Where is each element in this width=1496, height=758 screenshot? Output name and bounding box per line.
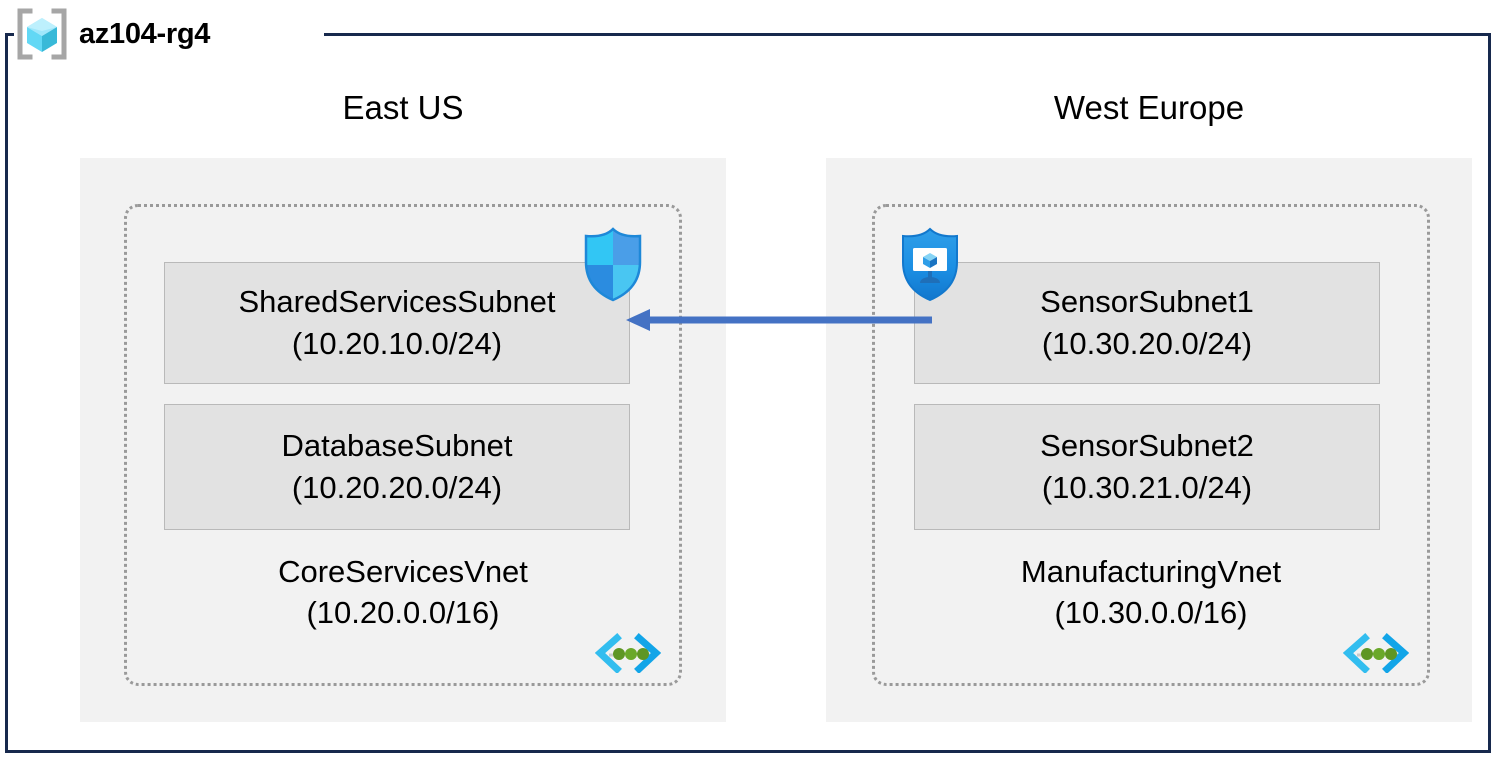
- subnet-name: SharedServicesSubnet: [238, 284, 556, 319]
- region-label: East US: [342, 89, 464, 126]
- virtual-network-icon: [595, 633, 661, 673]
- resource-group-name: az104-rg4: [79, 17, 211, 50]
- subnet-databasesubnet[interactable]: DatabaseSubnet (10.20.20.0/24): [164, 404, 630, 530]
- resource-group-container: [5, 33, 1491, 753]
- subnet-sensorsubnet1[interactable]: SensorSubnet1 (10.30.20.0/24): [914, 262, 1380, 384]
- region-label: West Europe: [1053, 89, 1245, 126]
- network-security-group-shield-icon[interactable]: [581, 226, 645, 302]
- vnet-name: CoreServicesVnet: [278, 554, 528, 589]
- vnet-name: ManufacturingVnet: [1020, 554, 1282, 589]
- resource-group-cube-icon: [17, 8, 67, 60]
- subnet-name: SensorSubnet1: [1040, 284, 1254, 319]
- resource-group-title: az104-rg4: [14, 8, 210, 60]
- vnet-coreservicesvnet[interactable]: CoreServicesVnet (10.20.0.0/16): [124, 204, 682, 686]
- vnet-peering-arrow[interactable]: [620, 300, 932, 340]
- vnet-cidr: (10.30.0.0/16): [1054, 595, 1248, 630]
- subnet-sensorsubnet2[interactable]: SensorSubnet2 (10.30.21.0/24): [914, 404, 1380, 530]
- subnet-name: SensorSubnet2: [1040, 428, 1254, 463]
- subnet-cidr: (10.30.20.0/24): [1041, 326, 1253, 361]
- vnet-manufacturingvnet[interactable]: ManufacturingVnet (10.30.0.0/16): [872, 204, 1430, 686]
- subnet-cidr: (10.20.10.0/24): [291, 326, 503, 361]
- subnet-cidr: (10.30.21.0/24): [1041, 470, 1253, 505]
- region-east-us: East US: [80, 86, 726, 130]
- subnet-sharedservicessubnet[interactable]: SharedServicesSubnet (10.20.10.0/24): [164, 262, 630, 384]
- bastion-shield-monitor-icon[interactable]: [898, 226, 962, 302]
- vnet-cidr: (10.20.0.0/16): [306, 595, 500, 630]
- resource-group-title-gap: [14, 23, 324, 45]
- subnet-cidr: (10.20.20.0/24): [291, 470, 503, 505]
- subnet-name: DatabaseSubnet: [281, 428, 513, 463]
- virtual-network-icon: [1343, 633, 1409, 673]
- region-west-europe: West Europe: [826, 86, 1472, 130]
